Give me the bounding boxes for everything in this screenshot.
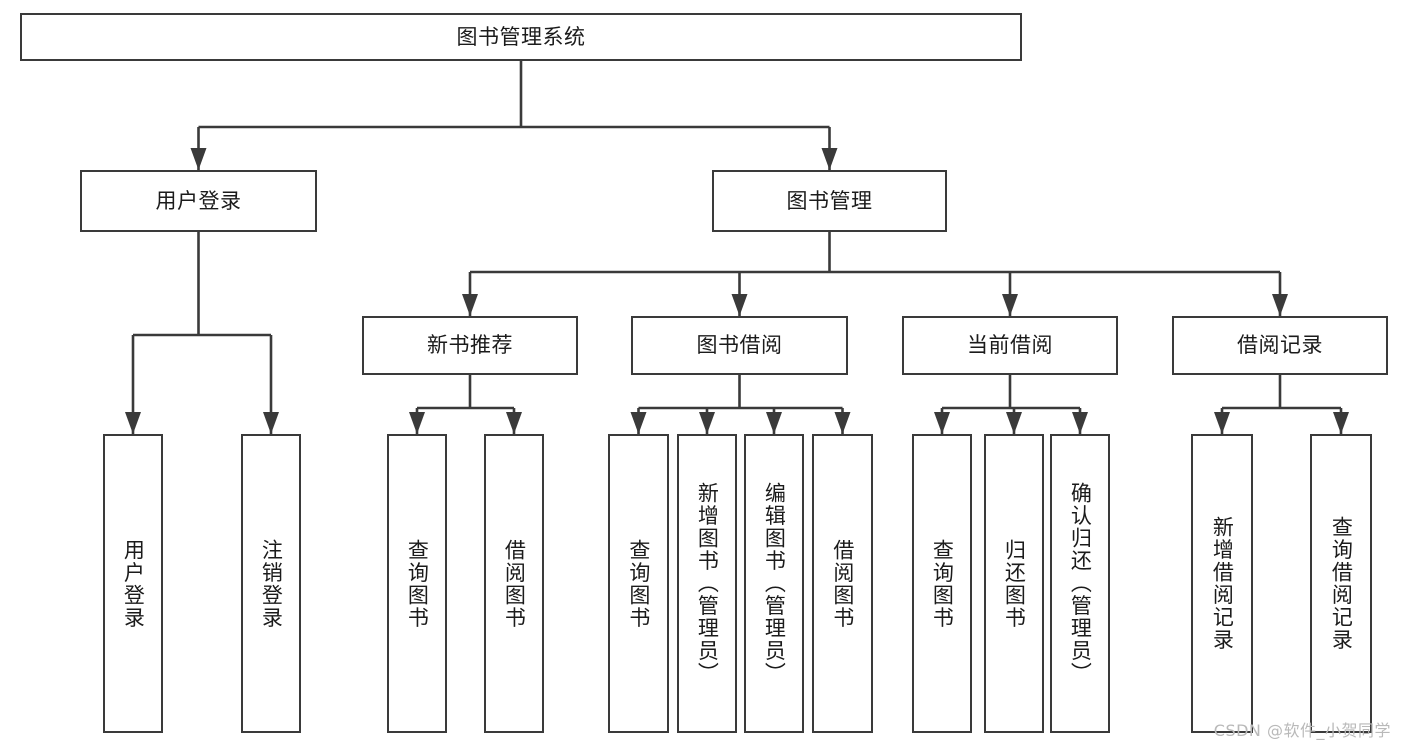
edge-arrowhead: [462, 294, 478, 316]
node-label: 借阅图书: [830, 538, 855, 629]
node-bor-4[interactable]: 借阅图书: [812, 434, 873, 733]
node-rec-2[interactable]: 查询借阅记录: [1310, 434, 1372, 733]
node-bor-3[interactable]: 编辑图书（管理员）: [744, 434, 804, 733]
node-label: 查询图书: [626, 538, 651, 629]
node-login-2[interactable]: 注销登录: [241, 434, 301, 733]
node-label: 确认归还（管理员）: [1068, 482, 1093, 685]
edge-arrowhead: [699, 412, 715, 434]
node-cur-2[interactable]: 归还图书: [984, 434, 1044, 733]
edge-arrowhead: [506, 412, 522, 434]
node-rec-1[interactable]: 新增借阅记录: [1191, 434, 1253, 733]
node-label: 查询图书: [405, 538, 430, 629]
node-new-2[interactable]: 借阅图书: [484, 434, 544, 733]
node-login-1[interactable]: 用户登录: [103, 434, 163, 733]
watermark: CSDN @软件_小贺同学: [1213, 721, 1391, 740]
node-login[interactable]: 用户登录: [80, 170, 317, 232]
node-label: 编辑图书（管理员）: [762, 482, 787, 685]
node-new-1[interactable]: 查询图书: [387, 434, 447, 733]
node-bor-2[interactable]: 新增图书（管理员）: [677, 434, 737, 733]
node-newbook[interactable]: 新书推荐: [362, 316, 578, 375]
edge-arrowhead: [1002, 294, 1018, 316]
node-label: 查询图书: [930, 538, 955, 629]
edge-arrowhead: [630, 412, 647, 434]
node-label: 图书借阅: [696, 333, 783, 358]
node-label: 新书推荐: [427, 333, 513, 358]
edge-arrowhead: [409, 412, 425, 434]
edge-arrowhead: [731, 294, 748, 316]
node-label: 用户登录: [121, 538, 146, 629]
node-label: 图书管理系统: [456, 24, 586, 49]
edge-arrowhead: [190, 148, 207, 170]
node-label: 新增借阅记录: [1210, 516, 1235, 651]
node-label: 用户登录: [155, 188, 242, 213]
node-label: 借阅图书: [502, 538, 527, 629]
node-label: 注销登录: [259, 538, 284, 629]
node-borrow[interactable]: 图书借阅: [631, 316, 848, 375]
node-label: 图书管理: [786, 188, 873, 213]
node-label: 归还图书: [1002, 538, 1027, 629]
node-label: 新增图书（管理员）: [695, 482, 720, 685]
edge-arrowhead: [766, 412, 782, 434]
node-label: 当前借阅: [967, 333, 1053, 358]
edge-arrowhead: [1214, 412, 1230, 434]
node-cur-1[interactable]: 查询图书: [912, 434, 972, 733]
edge-arrowhead: [1333, 412, 1349, 434]
node-records[interactable]: 借阅记录: [1172, 316, 1388, 375]
node-bor-1[interactable]: 查询图书: [608, 434, 669, 733]
edge-arrowhead: [934, 412, 950, 434]
edge-arrowhead: [1072, 412, 1088, 434]
edge-arrowhead: [1006, 412, 1022, 434]
edge-arrowhead: [821, 148, 838, 170]
node-current[interactable]: 当前借阅: [902, 316, 1118, 375]
edge-arrowhead: [263, 412, 279, 434]
edge-arrowhead: [1272, 294, 1288, 316]
node-root[interactable]: 图书管理系统: [20, 13, 1022, 61]
edge-arrowhead: [834, 412, 851, 434]
edge-arrowhead: [125, 412, 141, 434]
node-cur-3[interactable]: 确认归还（管理员）: [1050, 434, 1110, 733]
node-label: 查询借阅记录: [1329, 516, 1354, 651]
node-label: 借阅记录: [1237, 333, 1323, 358]
node-bookmgmt[interactable]: 图书管理: [712, 170, 947, 232]
